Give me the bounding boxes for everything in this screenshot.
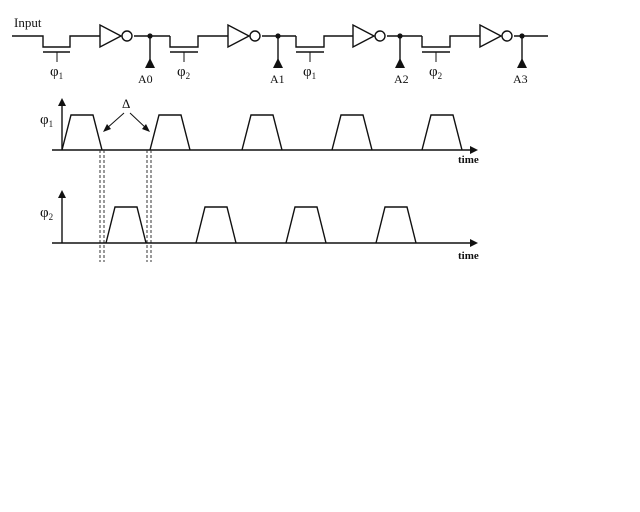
phi1-pulse [331,114,373,151]
probe-arrow-icon [395,58,405,68]
arrow-up-icon [58,98,66,106]
delta-label: Δ [122,96,130,111]
timing-diagram: φ1 time Δ φ2 time [40,96,479,262]
inverter-icon [227,23,261,49]
tap-label: A3 [513,72,528,86]
circuit: Input φ1 φ2 φ1 φ2 [12,15,548,86]
wire-sw3 [295,35,353,48]
inverter-icon [99,23,133,49]
tap-a2 [395,33,405,68]
switch-label: φ2 [177,64,190,81]
arrow-up-icon [58,190,66,198]
phi1-label: φ1 [40,112,53,129]
switch-label: φ1 [50,64,63,81]
tap-label: A1 [270,72,285,86]
phi2-pulse [105,206,147,244]
tap-label: A2 [394,72,409,86]
phi2-pulse [195,206,237,244]
wire-input [12,35,100,48]
arrow-right-icon [470,239,478,247]
arrow-icon [103,124,111,132]
switch-label: φ1 [303,64,316,81]
phi1-pulses [61,114,463,151]
phi1-pulse [241,114,283,151]
inverter-icon [352,23,386,49]
probe-arrow-icon [517,58,527,68]
wire-sw2 [169,35,228,48]
time-label: time [458,250,479,262]
phi1-pulse [149,114,191,151]
inverter-icon [479,23,513,49]
probe-arrow-icon [273,58,283,68]
tap-a0 [145,33,155,68]
wire-sw4 [421,35,480,48]
tap-label: A0 [138,72,153,86]
phi1-pulse [61,114,103,151]
arrow-icon [142,124,150,132]
arrow-right-icon [470,146,478,154]
delta-arrow-left [105,112,125,130]
input-label: Input [14,15,42,30]
timing-guides [99,150,152,262]
switch-label: φ2 [429,64,442,81]
tap-a3 [517,33,527,68]
phi1-pulse [421,114,463,151]
phi2-pulses [105,206,417,244]
tap-a1 [273,33,283,68]
switch-gates [43,51,450,62]
probe-arrow-icon [145,58,155,68]
time-label: time [458,154,479,166]
phi2-pulse [375,206,417,244]
phi2-pulse [285,206,327,244]
phi2-label: φ2 [40,205,53,222]
